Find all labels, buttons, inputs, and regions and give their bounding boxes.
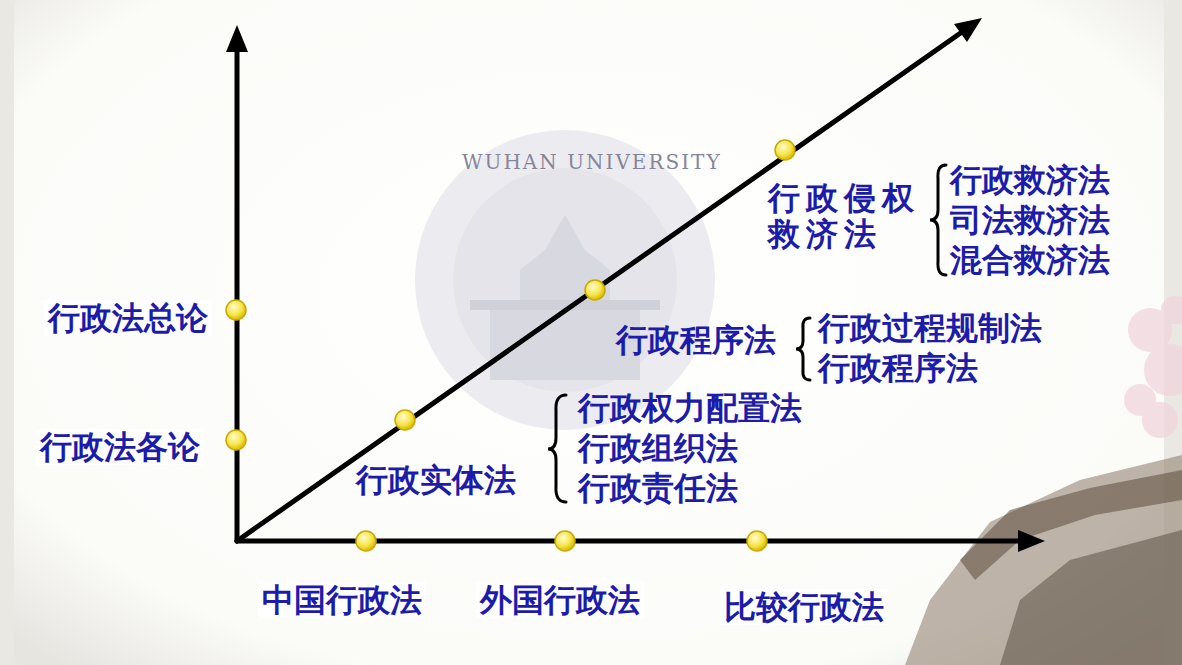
blossom-decoration	[1124, 296, 1182, 438]
subcategory-label: 行政组织法	[578, 430, 738, 466]
category-label: 行政程序法	[616, 322, 776, 358]
category-label: 行政侵权救济法	[768, 180, 934, 252]
roof-illustration	[905, 455, 1182, 665]
axis-arrowheads	[226, 18, 1045, 552]
axis-lines	[237, 32, 1022, 541]
axis-label: 比较行政法	[720, 589, 888, 625]
category-label: 行政实体法	[356, 462, 516, 498]
axis-label: 行政法各论	[36, 429, 204, 465]
watermark-text: WUHAN UNIVERSITY	[462, 150, 722, 174]
subcategory-label: 混合救济法	[950, 242, 1110, 278]
axis-label: 中国行政法	[258, 582, 426, 618]
subcategory-label: 行政责任法	[578, 470, 738, 506]
axis-label: 外国行政法	[476, 582, 644, 618]
subcategory-label: 行政过程规制法	[818, 310, 1042, 346]
axis-label: 行政法总论	[44, 300, 212, 336]
subcategory-label: 行政程序法	[818, 350, 978, 386]
subcategory-label: 行政权力配置法	[578, 390, 802, 426]
axis-dot	[226, 140, 795, 551]
subcategory-label: 司法救济法	[950, 202, 1110, 238]
subcategory-label: 行政救济法	[950, 162, 1110, 198]
